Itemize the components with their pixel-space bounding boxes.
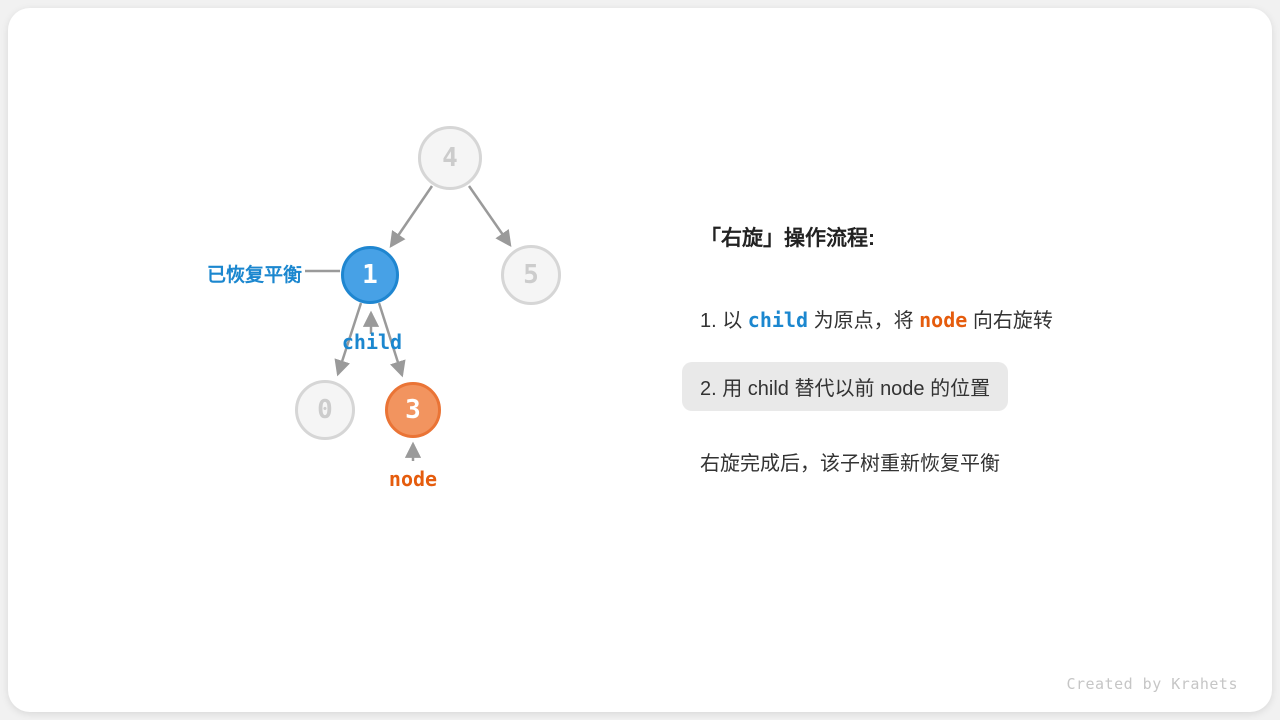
- explanation-panel: 「右旋」操作流程: 1. 以 child 为原点，将 node 向右旋转 2. …: [682, 222, 1180, 475]
- step-text: 替代以前: [788, 378, 881, 400]
- conclusion-note: 右旋完成后，该子树重新恢复平衡: [700, 453, 1000, 475]
- tree-node-3: 3: [385, 382, 441, 438]
- node-value: 3: [405, 395, 421, 425]
- node-value: 4: [442, 143, 458, 173]
- figure-card: [8, 8, 1272, 712]
- child-keyword: child: [747, 378, 789, 400]
- child-pointer-label: child: [341, 330, 403, 354]
- step-text: 向右旋转: [967, 310, 1053, 332]
- node-keyword: node: [919, 308, 968, 332]
- node-value: 1: [362, 260, 378, 290]
- tree-node-5: 5: [501, 245, 561, 305]
- node-value: 0: [317, 395, 333, 425]
- step-text: 1. 以: [700, 310, 748, 332]
- step-1: 1. 以 child 为原点，将 node 向右旋转: [700, 304, 1053, 333]
- node-value: 5: [523, 260, 539, 290]
- node-pointer-label: node: [388, 467, 438, 491]
- tree-node-1: 1: [341, 246, 399, 304]
- credit-text: Created by Krahets: [1066, 675, 1238, 693]
- panel-heading: 「右旋」操作流程:: [700, 227, 875, 250]
- balance-restored-label: 已恢复平衡: [206, 265, 302, 286]
- step-text: 的位置: [924, 378, 991, 400]
- node-keyword: node: [880, 378, 925, 400]
- step-text: 为原点，将: [808, 310, 920, 332]
- step-text: 2. 用: [700, 378, 748, 400]
- step-2-highlight: 2. 用 child 替代以前 node 的位置: [682, 362, 1009, 411]
- tree-node-0: 0: [295, 380, 355, 440]
- tree-node-4: 4: [418, 126, 482, 190]
- child-keyword: child: [747, 308, 809, 332]
- step-2: 2. 用 child 替代以前 node 的位置: [700, 372, 990, 401]
